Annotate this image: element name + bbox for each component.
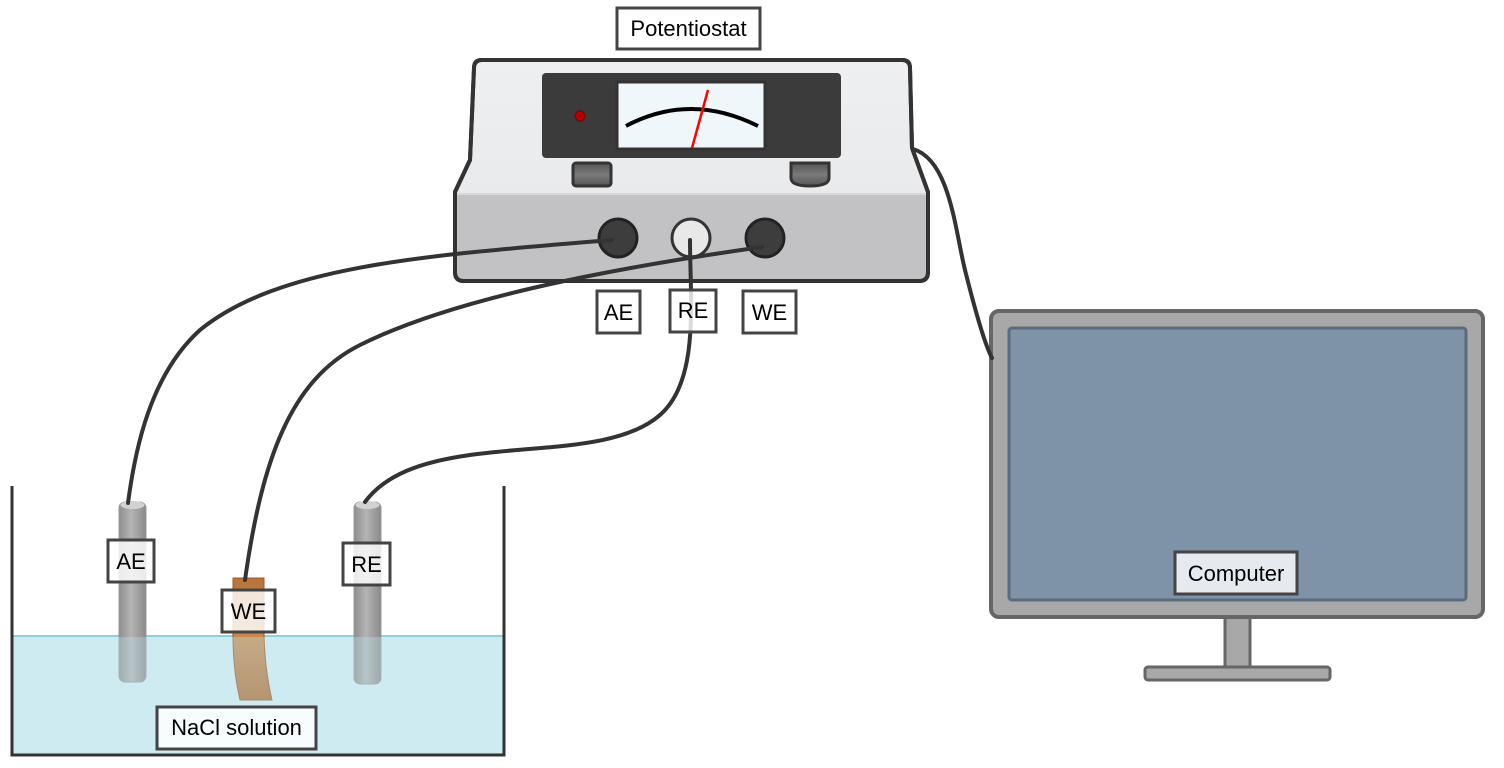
mode-button[interactable]: [571, 161, 613, 188]
potentiostat-label-text: Potentiostat: [630, 16, 746, 41]
port-label-re: RE: [668, 288, 718, 334]
electrode-label-re-text: RE: [351, 552, 382, 577]
electrode-label-re: RE: [341, 541, 392, 587]
computer-cable: [911, 147, 994, 360]
cables: [126, 147, 994, 582]
electrode-label-ae: AE: [106, 538, 156, 584]
meter-window: [615, 80, 767, 151]
computer-label: Computer: [1173, 550, 1299, 596]
ae-cable: [126, 238, 614, 505]
monitor-stand-neck: [1223, 615, 1252, 669]
ae-port[interactable]: [597, 217, 639, 259]
electrode-label-ae-text: AE: [116, 549, 145, 574]
computer-label-text: Computer: [1188, 561, 1285, 586]
electrode-label-we-text: WE: [231, 599, 266, 624]
solution-label-text: NaCl solution: [171, 715, 302, 740]
electrode-label-we: WE: [220, 588, 277, 634]
monitor-stand-base: [1143, 665, 1332, 682]
beaker: [10, 486, 506, 757]
port-label-ae: AE: [595, 289, 642, 335]
potentiostat: [453, 58, 930, 283]
port-label-re-text: RE: [678, 298, 709, 323]
port-label-ae-text: AE: [604, 300, 633, 325]
meter-needle: [690, 89, 710, 149]
meter-scale-arc: [625, 107, 759, 128]
port-label-we-text: WE: [752, 300, 787, 325]
power-indicator-led: [574, 110, 586, 122]
we-port[interactable]: [744, 217, 786, 259]
re-cable: [363, 238, 694, 504]
solution-label: NaCl solution: [155, 705, 318, 751]
potentiostat-label: Potentiostat: [615, 6, 762, 51]
computer-monitor: [989, 309, 1485, 682]
we-cable: [243, 245, 764, 582]
monitor-screen: [1007, 326, 1468, 602]
port-label-we: WE: [741, 289, 798, 335]
control-knob[interactable]: [789, 161, 831, 188]
electrochemical-cell: [10, 486, 506, 757]
